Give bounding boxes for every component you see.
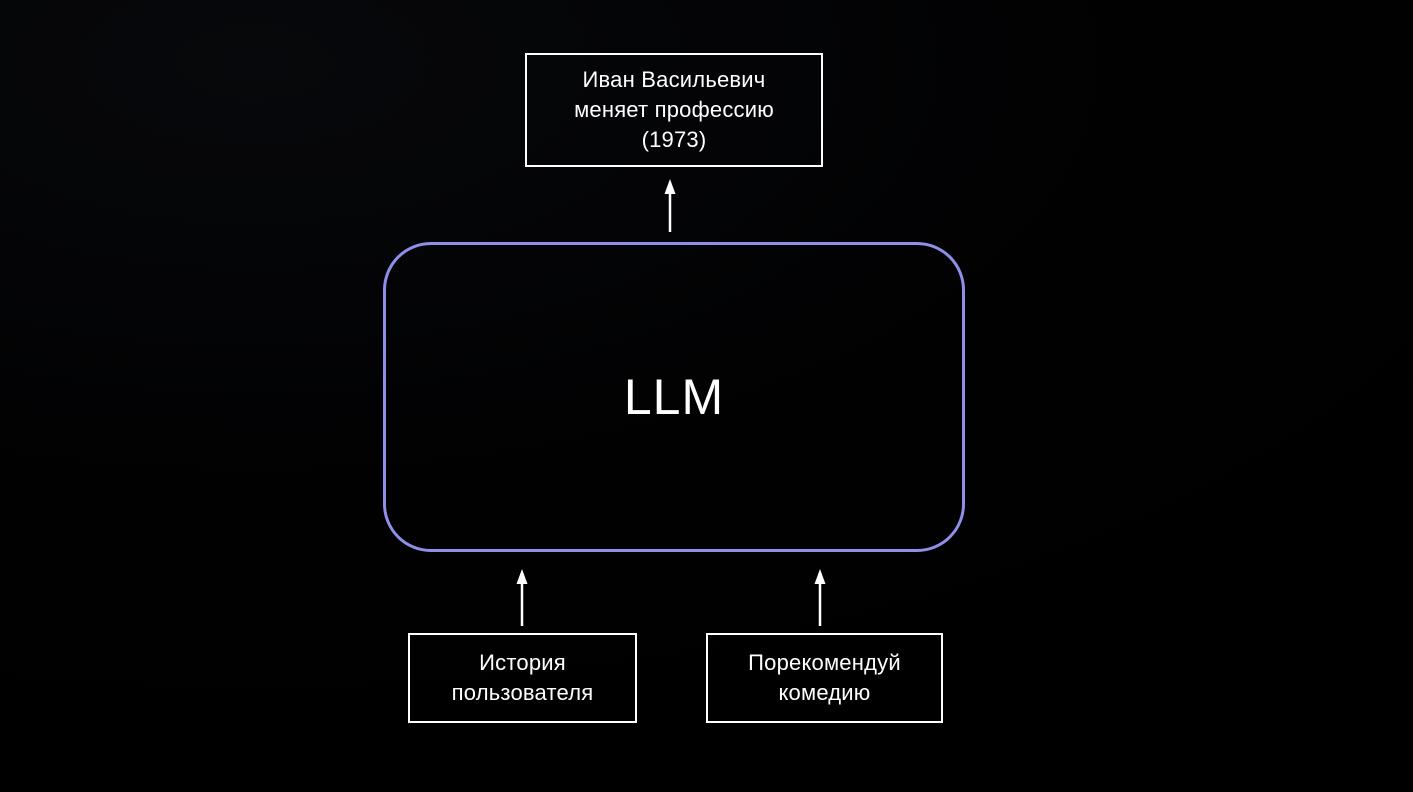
node-label-line: Порекомендуй — [748, 650, 901, 675]
node-label-line: (1973) — [641, 127, 707, 152]
node-label-line: История — [479, 650, 566, 675]
node-input-prompt: Порекомендуй комедию — [706, 633, 943, 723]
node-label-line: меняет профессию — [574, 97, 774, 122]
node-llm: LLM — [383, 242, 965, 552]
arrow-up-history-to-llm-icon — [516, 569, 528, 626]
node-label-line: комедию — [778, 680, 871, 705]
llm-label: LLM — [623, 369, 725, 425]
node-label-line: Иван Васильевич — [582, 67, 766, 92]
node-input-user-history: История пользователя — [408, 633, 637, 723]
arrow-up-prompt-to-llm-icon — [814, 569, 826, 626]
node-output-movie: Иван Васильевич меняет профессию (1973) — [525, 53, 823, 167]
node-label-line: пользователя — [451, 680, 594, 705]
arrow-up-llm-to-output-icon — [664, 179, 676, 232]
